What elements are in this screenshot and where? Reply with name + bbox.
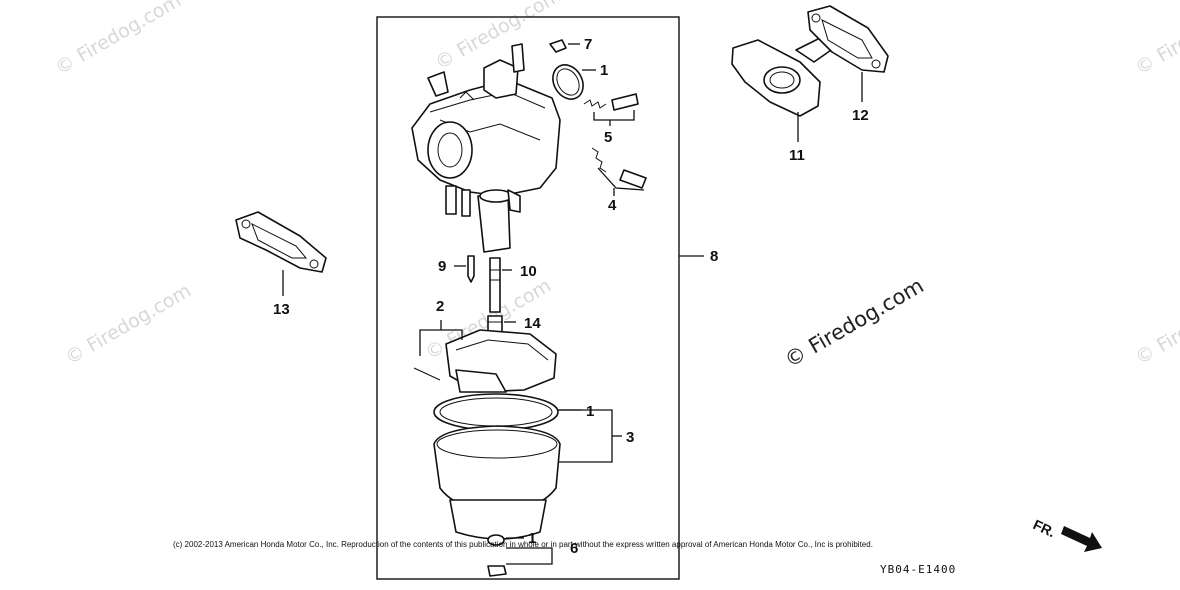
- watermark-group: © Firedog.com © Firedog.com © Firedog.co…: [52, 0, 1180, 369]
- float-2: [413, 320, 557, 393]
- drawing-code: YB04-E1400: [880, 563, 957, 576]
- watermark: © Firedog.com: [62, 280, 195, 370]
- carburetor-body: [411, 43, 561, 253]
- copyright-notice: (c) 2002-2013 American Honda Motor Co., …: [173, 540, 873, 549]
- arrow-icon: [1061, 526, 1102, 552]
- oring-1-top: [552, 64, 596, 100]
- callout-1: 1: [600, 62, 608, 79]
- callout-6: 6: [570, 540, 578, 557]
- oring-1-mid: [433, 393, 582, 431]
- gasket-13: [235, 211, 327, 296]
- callout-13: 13: [273, 301, 290, 318]
- front-direction-arrow: FR.: [1031, 516, 1102, 552]
- callout-11: 11: [789, 147, 805, 164]
- main-nozzle-10: [489, 257, 512, 313]
- float-needle-9: [454, 255, 475, 283]
- float-bowl-3: [433, 409, 622, 540]
- callout-10: 10: [520, 263, 537, 280]
- callout-7: 7: [584, 36, 592, 53]
- insulator-11: [731, 37, 835, 142]
- screw-spring-5: [583, 93, 639, 126]
- callout-9: 9: [438, 258, 446, 275]
- screw-spring-4: [591, 147, 647, 196]
- watermark: © Firedog.com: [1132, 280, 1180, 370]
- callout-5: 5: [604, 129, 612, 146]
- firedog-watermark: © Firedog.com: [781, 273, 928, 372]
- callout-2: 2: [436, 298, 444, 315]
- callout-3: 3: [626, 429, 634, 446]
- callout-1: 1: [528, 530, 536, 547]
- callout-1: 1: [586, 403, 594, 420]
- callout-12: 12: [852, 107, 869, 124]
- gasket-12: [807, 5, 889, 102]
- screw-7: [549, 39, 580, 53]
- drain-bolt-6: [487, 534, 553, 577]
- callout-8: 8: [710, 248, 718, 265]
- front-label: FR.: [1031, 516, 1058, 540]
- watermark: © Firedog.com: [1132, 0, 1180, 79]
- callout-14: 14: [524, 315, 541, 332]
- callout-4: 4: [608, 197, 617, 214]
- watermark: © Firedog.com: [52, 0, 185, 79]
- assembly-frame: [376, 16, 680, 580]
